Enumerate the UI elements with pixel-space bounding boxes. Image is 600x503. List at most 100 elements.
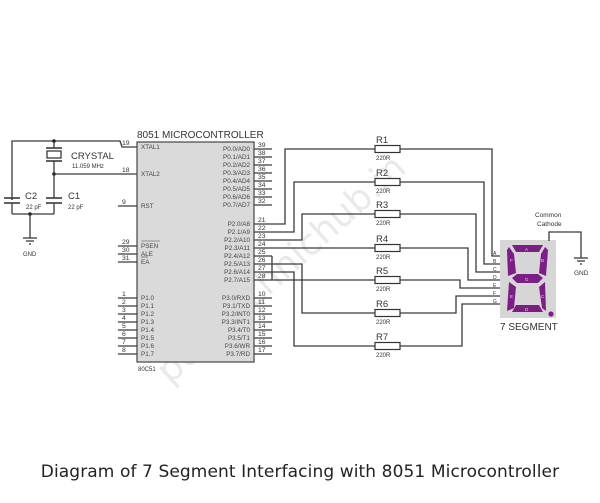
pin-label: P1.3 [141,319,154,326]
resistor-6: R6 220R [272,263,500,326]
display-gnd-label: GND [574,270,589,277]
pin-label: P2.5/A13 [224,261,250,268]
resistor-label: R1 [376,135,388,146]
pin-number: 19 [122,140,130,147]
pin-label: P1.6 [141,343,154,350]
pin-label: P0.6/AD6 [223,194,250,201]
pin-label: P2.1/A9 [228,229,251,236]
mcu-pin-left: 5P1.4 [118,323,154,334]
pin-number: 13 [258,315,266,322]
pin-number: 22 [258,225,266,232]
pin-number: 27 [258,265,266,272]
segment-label: F [510,258,513,263]
segment-a: A [512,245,543,252]
pin-number: 6 [122,331,126,338]
common-label-2: Cathode [537,221,562,228]
pin-label: P2.4/A12 [224,253,250,260]
crystal-label: CRYSTAL [71,151,114,162]
pin-number: 24 [258,241,266,248]
resistor-value: 220R [376,287,391,293]
pin-number: 28 [258,273,266,280]
pin-label: P0.0/AD0 [223,146,250,153]
segment-pin-label: B [493,259,497,265]
resistor-value: 220R [376,353,391,359]
microcontroller: 8051 MICROCONTROLLER 80C51 19XTAL118XTAL… [118,130,272,373]
segment-g: G [512,274,543,283]
segment-pin-label: A [493,251,497,257]
resistor-label: R2 [376,168,388,179]
pin-number: 31 [122,255,130,262]
ground-icon [23,237,37,245]
mcu-pin-left: 4P1.3 [118,315,154,326]
segment-label: G [525,277,529,282]
pin-label: P3.6/WR [225,343,251,350]
diagram-caption: Diagram of 7 Segment Interfacing with 80… [40,462,560,482]
mcu-pin-left: 1P1.0 [118,291,154,302]
c2-value: 22 pF [26,205,42,211]
segment-f: F [507,247,516,276]
resistor-label: R7 [376,332,388,343]
segment-pin-label: F [493,291,496,297]
gnd-label: GND [23,252,37,258]
resistor-7: R7 220R [272,271,500,359]
crystal-body [46,150,62,159]
pin-number: 35 [258,174,266,181]
pin-label: P3.2/INT0 [222,311,251,318]
pin-label: P0.1/AD1 [223,154,250,161]
pin-number: 11 [258,299,265,306]
resistor-label: R3 [376,200,388,211]
pin-label: P0.2/AD2 [223,162,250,169]
pin-number: 9 [122,199,126,206]
pin-label: ALE [141,251,153,258]
segment-label: A [525,247,528,252]
pin-label: P2.0/A8 [228,221,251,228]
pin-number: 26 [258,257,266,264]
c1-value: 22 pF [68,205,84,211]
resistor-body [374,243,401,253]
resistor-body [374,308,401,318]
pin-number: 10 [258,291,266,298]
pin-number: 1 [122,291,126,298]
resistor-value: 220R [376,320,391,326]
pin-number: 4 [122,315,126,322]
crystal-circuit: GND CRYSTAL 11.059 MHz C2 22 pF C1 22 pF [4,139,137,258]
pin-number: 29 [122,239,130,246]
pin-label: P2.6/A14 [224,269,250,276]
pin-label: XTAL1 [141,144,160,151]
mcu-title: 8051 MICROCONTROLLER [137,130,264,141]
resistor-label: R6 [376,299,388,310]
pin-number: 16 [258,339,266,346]
pin-label: P1.7 [141,351,154,358]
pin-label: P1.1 [141,303,154,310]
pin-label: P1.4 [141,327,154,334]
pin-number: 34 [258,182,266,189]
pin-label: P1.5 [141,335,154,342]
segment-pin-label: D [493,275,497,281]
resistor-value: 220R [376,255,391,261]
c1-label: C1 [68,191,80,202]
segment-label: D [525,307,529,312]
resistor-network: R1220RR2220RR3220RR4220RR5220RR6220RR722… [271,135,500,359]
display-title: 7 SEGMENT [500,322,558,333]
